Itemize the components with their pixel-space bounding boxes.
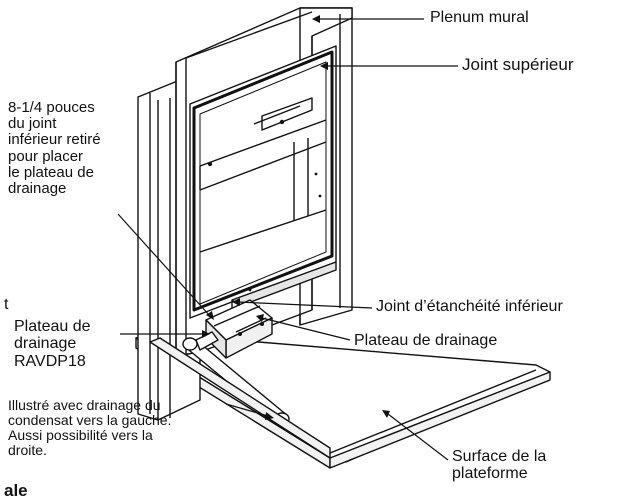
label-plateau-drainage-ravdp18: Plateau de drainage RAVDP18	[14, 318, 91, 370]
label-joint-superieur: Joint supérieur	[462, 55, 574, 74]
label-joint-etancheite-inferieur: Joint d’étanchéité inférieur	[376, 298, 563, 315]
label-plenum-mural: Plenum mural	[430, 9, 529, 26]
leader-arrows	[202, 15, 390, 420]
label-surface-plateforme: Surface de la plateforme	[452, 448, 547, 483]
label-plateau-drainage: Plateau de drainage	[354, 332, 498, 349]
platform-rail	[149, 337, 331, 459]
screw-dots	[207, 119, 322, 292]
label-joint-retire: 8-1/4 pouces du joint inférieur retiré p…	[8, 99, 101, 197]
label-illustre-note: Illustré avec drainage du condensat vers…	[8, 397, 172, 459]
label-cut-bottom-text: ale	[4, 481, 28, 500]
leader-lines	[117, 18, 458, 461]
label-cut-left-char: t	[4, 296, 9, 313]
plenum-frame	[175, 7, 353, 357]
drain-tray	[205, 299, 273, 359]
